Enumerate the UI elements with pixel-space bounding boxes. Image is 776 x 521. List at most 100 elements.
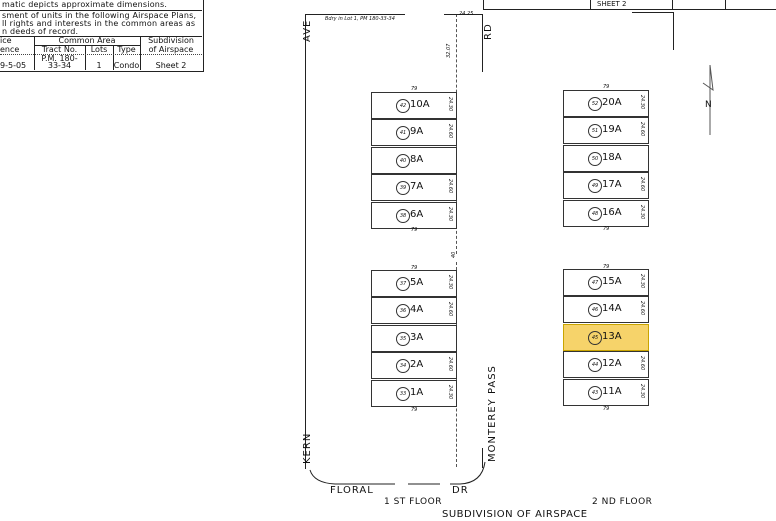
legend-header: ence [0,45,20,54]
floor-label-2nd: 2 ND FLOOR [592,497,653,507]
unit-label: 2A [410,359,424,371]
unit-label: 17A [602,179,622,191]
legend-cell: 1 [96,61,102,70]
dimension-label: 79 [411,227,418,233]
dimension-label: 24.30 [446,206,453,221]
north-arrow-icon [702,64,714,135]
parcel-number: 45 [588,330,602,345]
legend-header: Tract No. [41,45,78,54]
legend-text: sment of units in the following Airspace… [2,11,197,20]
unit-label: 4A [410,304,424,316]
legend-header: ice [0,36,12,45]
parcel-number: 50 [588,151,602,166]
unit-label: 11A [602,385,622,397]
legend-cell: 33-34 [47,61,72,70]
dimension-label: 79 [603,84,610,90]
dimension-label: 24.60 [446,179,453,194]
parcel-number: 47 [588,276,602,290]
legend-cell: P.M. 180- [41,54,78,63]
boundary-note: Bdry in Lot 1, PM 180-33-34 [325,16,395,22]
unit-label: 14A [602,303,622,315]
parcel-number: 34 [396,359,410,374]
dimension-label: 32.07 [446,43,452,58]
unit-label: 16A [602,206,622,218]
dimension-label: 79 [411,407,418,413]
sheet-label: SHEET 2 [597,0,627,8]
unit-label: 7A [410,181,424,193]
dimension-label: 24.60 [446,124,453,139]
parcel-number: 49 [588,179,602,194]
legend-text: matic depicts approximate dimensions. [2,0,168,9]
legend-header: Subdivision [148,36,194,45]
parcel-number: 33 [396,386,410,401]
dimension-label: 24.30 [638,273,645,289]
dimension-label: 24.30 [638,204,645,219]
legend-header: Lots [90,45,108,54]
parcel-number: 52 [588,97,602,111]
legend-cell: Condo [113,61,140,70]
dimension-label: 79 [411,265,418,271]
parcel-number: 37 [396,277,410,291]
parcel-number: 35 [396,331,410,346]
dimension-label: 24.60 [638,177,645,192]
dimension-label: 24.60 [638,301,645,316]
unit-label: 3A [410,331,424,343]
parcel-number: 41 [396,126,410,141]
legend-box [0,0,204,72]
dimension-label: 40 [451,251,457,258]
street-kern-ave: AVE [302,19,313,42]
dimension-label: 24.30 [446,274,453,290]
unit-label: 13A [602,330,622,342]
unit-label: 15A [602,276,622,287]
parcel-number: 38 [396,208,410,223]
map-title: SUBDIVISION OF AIRSPACE [442,509,588,520]
dimension-label: 24.60 [638,356,645,371]
unit-label: 10A [410,99,430,110]
street-floral-dr: FLORAL [330,485,374,496]
parcel-number: 40 [396,153,410,168]
parcel-number: 43 [588,385,602,400]
unit-label: 1A [410,386,424,398]
street-monterey-pass-rd: MONTEREY PASS [487,365,498,462]
floor-label-1st: 1 ST FLOOR [384,497,442,507]
dimension-label: 24.30 [446,96,453,112]
legend-header: Common Area [58,36,116,45]
parcel-number: 39 [396,181,410,196]
legend-cell: 9-5-05 [0,61,27,70]
street-monterey-pass-rd: RD [483,23,494,40]
unit-label: 19A [602,124,622,136]
parcel-number: 36 [396,304,410,319]
parcel-number: 48 [588,206,602,221]
unit-label: 12A [602,358,622,370]
parcel-number: 46 [588,303,602,318]
legend-header: of Airspace [148,45,194,54]
parcel-number: 44 [588,358,602,373]
legend-text: n deeds of record. [2,27,79,36]
dimension-label: 24.60 [638,122,645,137]
dimension-label: 79 [603,264,610,270]
street-floral-dr: DR [452,485,469,496]
unit-label: 20A [602,97,622,108]
north-label: N [705,100,712,110]
